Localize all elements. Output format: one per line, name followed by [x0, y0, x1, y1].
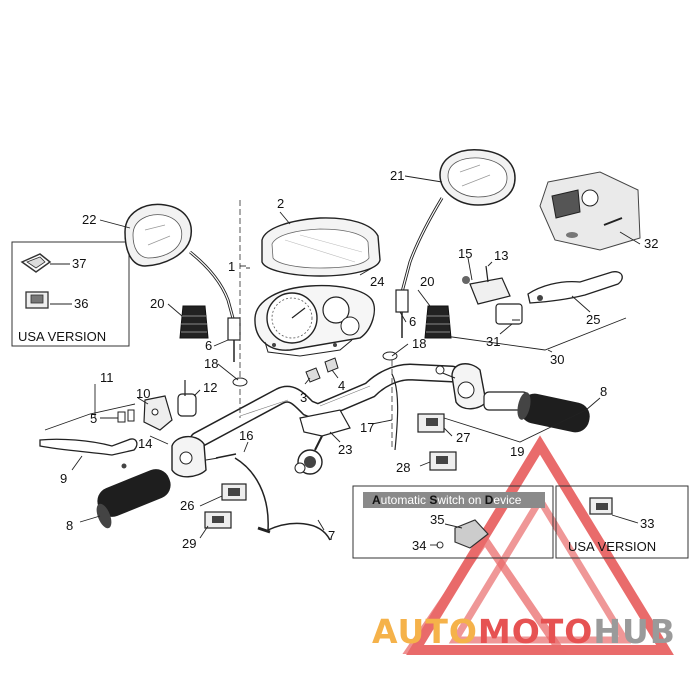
callout-1: 1 [228, 259, 235, 274]
callout-22: 22 [82, 212, 96, 227]
logo-part-moto: MOTO [477, 612, 594, 651]
callout-7: 7 [328, 528, 335, 543]
callout-24: 24 [370, 274, 384, 289]
callout-13: 13 [494, 248, 508, 263]
switch-27-icon [417, 413, 445, 433]
leader-lines [44, 175, 641, 539]
callout-14: 14 [138, 436, 152, 451]
callout-35: 35 [430, 512, 444, 527]
usa-version-label-left: USA VERSION [18, 329, 106, 344]
callout-29: 29 [182, 536, 196, 551]
master-cylinder-icon [462, 265, 523, 325]
right-lever-icon [527, 271, 623, 304]
callout-21: 21 [390, 168, 404, 183]
callout-10: 10 [136, 386, 150, 401]
callout-37: 37 [72, 256, 86, 271]
callout-15: 15 [458, 246, 472, 261]
reservoir-inset-icon [539, 171, 641, 251]
right-switch-housing-icon [435, 363, 529, 411]
usa-version-box-left [11, 241, 130, 347]
logo-part-auto: AUTO [372, 612, 478, 651]
callout-16: 16 [239, 428, 253, 443]
callout-18a: 18 [204, 356, 218, 371]
rubber-boot-right-icon [424, 305, 452, 339]
switch-35-icon [436, 519, 489, 549]
watermark-logo-icon [402, 435, 674, 655]
callout-26: 26 [180, 498, 194, 513]
cable-17-icon [391, 373, 399, 451]
callout-20a: 20 [150, 296, 164, 311]
callout-4: 4 [338, 378, 345, 393]
right-grip-icon [517, 392, 590, 433]
callout-31: 31 [486, 334, 500, 349]
callout-30: 30 [550, 352, 564, 367]
callout-17: 17 [360, 420, 374, 435]
nut-4-icon [324, 357, 339, 373]
switch-26-icon [221, 483, 247, 501]
lever-bracket-icon [117, 380, 197, 431]
callout-34: 34 [412, 538, 426, 553]
callout-25: 25 [586, 312, 600, 327]
callout-8b: 8 [600, 384, 607, 399]
callout-28: 28 [396, 460, 410, 475]
callout-20b: 20 [420, 274, 434, 289]
callout-18b: 18 [412, 336, 426, 351]
callout-32: 32 [644, 236, 658, 251]
callout-11: 11 [100, 370, 114, 385]
instrument-cluster-icon [254, 284, 376, 357]
switch-28-icon [429, 451, 457, 471]
handlebar-icon [189, 200, 461, 475]
usa-version-box-right [555, 485, 689, 559]
switch-33-icon [589, 497, 613, 515]
callout-19: 19 [510, 444, 524, 459]
rubber-boot-left-icon [179, 305, 209, 339]
callout-5: 5 [90, 411, 97, 426]
cable-16-icon [215, 453, 237, 459]
switch-37-icon [20, 253, 52, 273]
washer-left-icon [232, 377, 248, 387]
callout-3: 3 [300, 390, 307, 405]
callout-2: 2 [277, 196, 284, 211]
usa-version-label-right: USA VERSION [568, 539, 656, 554]
watermark-logo-text: AUTOMOTOHUB [372, 612, 676, 651]
left-lever-icon [39, 438, 138, 469]
left-mirror-icon [124, 203, 241, 362]
automatic-switch-box [352, 485, 554, 559]
automatic-switch-label: Automatic Switch on Device [372, 493, 522, 507]
switch-29-icon [204, 511, 232, 529]
logo-part-hub: HUB [593, 612, 676, 651]
callout-8a: 8 [66, 518, 73, 533]
callout-36: 36 [74, 296, 88, 311]
callout-23: 23 [338, 442, 352, 457]
callout-9: 9 [60, 471, 67, 486]
callout-27: 27 [456, 430, 470, 445]
callout-12: 12 [203, 380, 217, 395]
left-switch-housing-icon [171, 436, 219, 478]
left-grip-icon [96, 469, 171, 529]
washer-right-icon [382, 351, 398, 361]
callout-6b: 6 [409, 314, 416, 329]
instrument-cover-icon [261, 217, 381, 277]
callout-numbers: 1 2 3 4 5 6 6 7 8 8 9 10 11 12 13 14 15 … [60, 168, 658, 553]
callout-6a: 6 [205, 338, 212, 353]
right-mirror-icon [395, 149, 516, 338]
switch-36-icon [25, 291, 49, 309]
callout-33: 33 [640, 516, 654, 531]
